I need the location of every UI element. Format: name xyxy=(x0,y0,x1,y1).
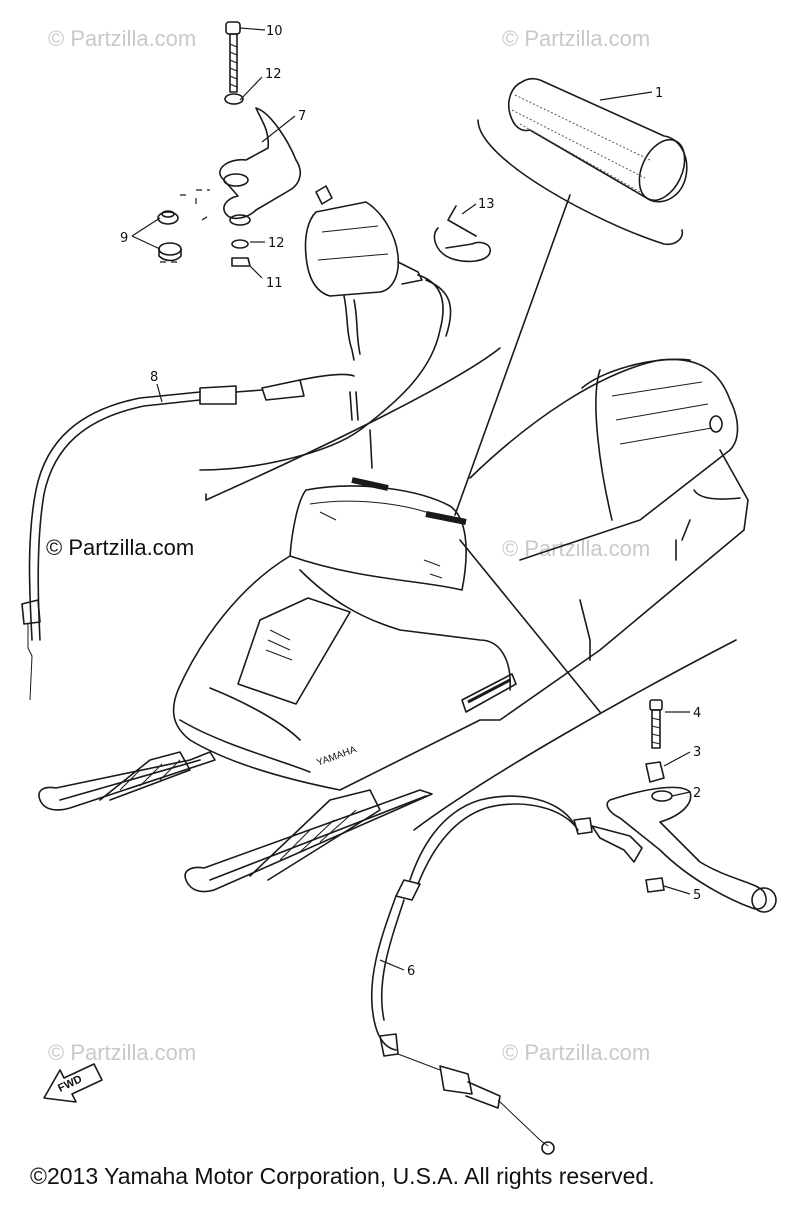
callout-1: 1 xyxy=(655,86,663,101)
watermark-middle-right: © Partzilla.com xyxy=(502,536,650,561)
pointer-grip xyxy=(454,194,571,516)
leader-3 xyxy=(663,751,691,767)
callout-12a: 12 xyxy=(265,67,282,82)
callout-3: 3 xyxy=(693,745,701,760)
leader-8 xyxy=(156,383,163,403)
leader-5 xyxy=(663,885,691,895)
bracket-assembly xyxy=(160,21,302,263)
callout-12b: 12 xyxy=(268,236,285,251)
callout-5: 5 xyxy=(693,888,701,903)
leader-6 xyxy=(379,959,405,971)
callout-11: 11 xyxy=(266,276,283,291)
watermark-top-right: © Partzilla.com xyxy=(502,26,650,51)
pointer-housing xyxy=(369,429,373,469)
fwd-label: FWD xyxy=(56,1073,84,1094)
leader-9a xyxy=(131,217,161,237)
callout-10: 10 xyxy=(266,24,283,39)
washer-12b xyxy=(231,239,249,249)
callout-8: 8 xyxy=(150,370,158,385)
handlebar-left xyxy=(351,477,389,491)
callout-7: 7 xyxy=(298,109,306,124)
copyright-notice: ©2013 Yamaha Motor Corporation, U.S.A. A… xyxy=(30,1163,655,1189)
leader-9b xyxy=(131,235,161,250)
leader-1 xyxy=(599,91,653,101)
watermark-top-left: © Partzilla.com xyxy=(48,26,196,51)
leader-13 xyxy=(461,203,477,215)
throttle-housing xyxy=(199,185,452,471)
callout-6: 6 xyxy=(407,964,415,979)
leader-7 xyxy=(261,115,296,143)
leader-2 xyxy=(671,791,691,797)
cable-6 xyxy=(370,795,643,1155)
watermark-bottom-left: © Partzilla.com xyxy=(48,1040,196,1065)
watermark-main: © Partzilla.com xyxy=(46,535,194,560)
washer-set-9 xyxy=(157,210,182,262)
skis xyxy=(38,751,433,893)
fwd-arrow: FWD xyxy=(43,1063,103,1103)
callout-13: 13 xyxy=(478,197,495,212)
brand-badge: YAMAHA xyxy=(315,744,358,769)
callout-9: 9 xyxy=(120,231,128,246)
group-bracket-upper xyxy=(205,347,501,501)
snowmobile-body: YAMAHA xyxy=(172,358,749,791)
cable-8 xyxy=(21,373,355,701)
nut-11 xyxy=(231,257,251,267)
grip-part xyxy=(477,77,688,246)
callout-2: 2 xyxy=(693,786,701,801)
lever-assembly xyxy=(606,699,777,913)
pointer-lever xyxy=(459,539,601,713)
spring-13 xyxy=(433,205,491,263)
leader-10 xyxy=(239,27,266,31)
watermark-bottom-right: © Partzilla.com xyxy=(502,1040,650,1065)
handlebar-right xyxy=(425,511,467,525)
group-bracket-lower xyxy=(413,639,737,831)
leader-12a xyxy=(239,76,263,101)
callout-4: 4 xyxy=(693,706,701,721)
leader-11 xyxy=(249,265,263,279)
